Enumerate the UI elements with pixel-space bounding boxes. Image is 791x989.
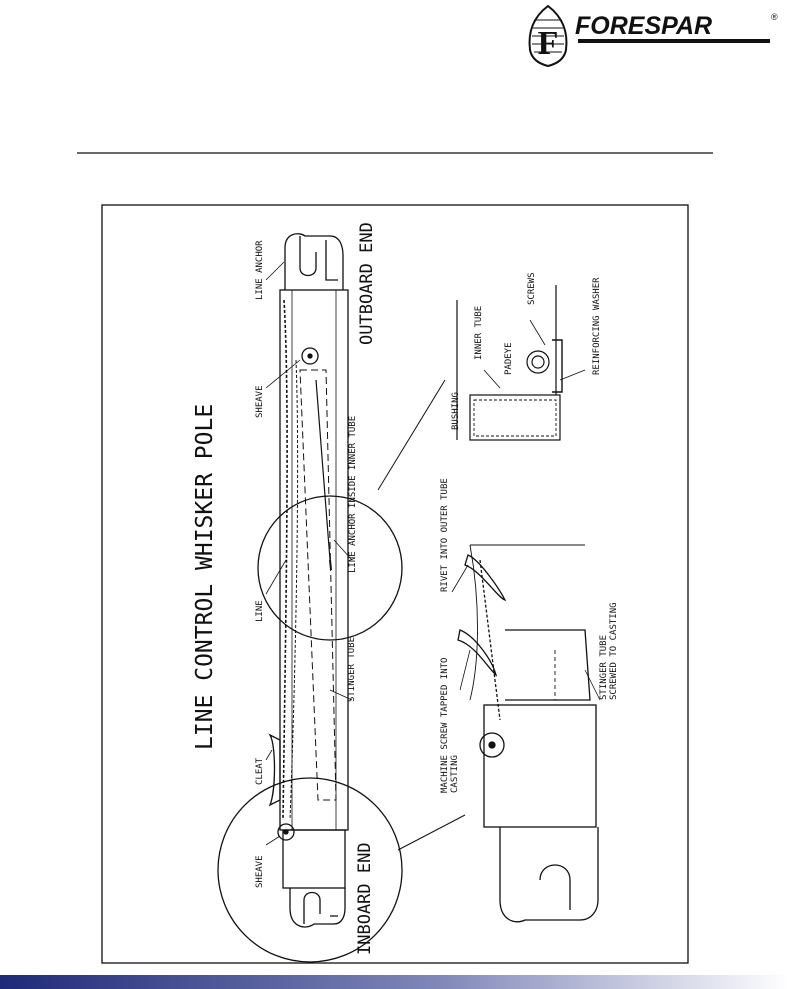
logo-registered-mark: ® <box>771 12 778 22</box>
inboard-end-fitting <box>289 888 346 928</box>
logo-badge-letter: F <box>538 25 559 62</box>
label-machine-screw-2: CASTING <box>450 755 460 793</box>
reinforcing-washer <box>552 339 563 393</box>
cleat <box>268 733 281 807</box>
main-view-leaders <box>265 261 353 846</box>
label-line: LINE <box>255 600 265 622</box>
detail-casting <box>483 704 597 828</box>
drawing-title: LINE CONTROL WHISKER POLE <box>192 404 218 750</box>
label-padeye: PADEYE <box>504 342 514 375</box>
label-screws: SCREWS <box>527 272 537 305</box>
detail-machine-screw <box>457 629 498 677</box>
drawing-frame <box>101 204 689 964</box>
detail-padeye-labels: INNER TUBE PADEYE SCREWS BUSHING REINFOR… <box>451 272 602 430</box>
detail-padeye <box>456 285 563 441</box>
stinger-tube <box>299 369 337 801</box>
label-inboard-end: INBOARD END <box>355 842 375 955</box>
label-machine-screw-1: MACHINE SCREW TAPPED INTO <box>440 658 450 793</box>
label-bushing: BUSHING <box>451 392 461 430</box>
detail-inboard-end <box>457 544 599 923</box>
detail-inboard-leaders <box>451 564 601 701</box>
detail-circle-inboard <box>217 777 403 963</box>
label-line-anchor-inside: LINE ANCHOR INSIDE INNER TUBE <box>348 416 358 573</box>
bushing <box>469 394 561 441</box>
logo-underline <box>578 39 770 43</box>
detail-sheave <box>479 732 505 758</box>
main-view-labels: LINE CONTROL WHISKER POLE OUTBOARD END I… <box>192 222 377 955</box>
label-reinforcing-washer: REINFORCING WASHER <box>592 277 602 375</box>
label-stinger-screwed-2: SCREWED TO CASTING <box>609 602 619 700</box>
label-stinger-tube: STINGER TUBE <box>347 637 357 702</box>
forespar-logo: F FORESPAR ® <box>528 4 778 68</box>
outer-tube <box>279 289 349 831</box>
label-cleat: CLEAT <box>255 757 265 785</box>
sheave-outboard <box>301 347 319 365</box>
inboard-casting <box>282 829 346 889</box>
detail-circle-anchor <box>257 495 403 641</box>
footer-bar <box>0 975 791 989</box>
label-sheave-inboard: SHEAVE <box>255 855 265 888</box>
logo-wordmark: FORESPAR <box>575 12 712 40</box>
detail-rivet-head <box>464 554 507 602</box>
sheave-inboard <box>277 823 295 841</box>
whisker-pole-assembly <box>217 233 466 963</box>
detail-padeye-leaders <box>483 319 586 389</box>
label-inner-tube: INNER TUBE <box>474 306 484 360</box>
detail-inboard-labels: RIVET INTO OUTER TUBE MACHINE SCREW TAPP… <box>440 478 619 793</box>
label-rivet: RIVET INTO OUTER TUBE <box>440 478 450 592</box>
label-line-anchor: LINE ANCHOR <box>255 240 265 300</box>
control-line <box>282 299 288 821</box>
label-stinger-screwed-1: STINGER TUBE <box>599 635 609 700</box>
padeye-ring <box>526 350 550 374</box>
label-outboard-end: OUTBOARD END <box>357 222 377 345</box>
label-sheave-outboard: SHEAVE <box>255 385 265 418</box>
outboard-end-fitting <box>284 233 344 290</box>
